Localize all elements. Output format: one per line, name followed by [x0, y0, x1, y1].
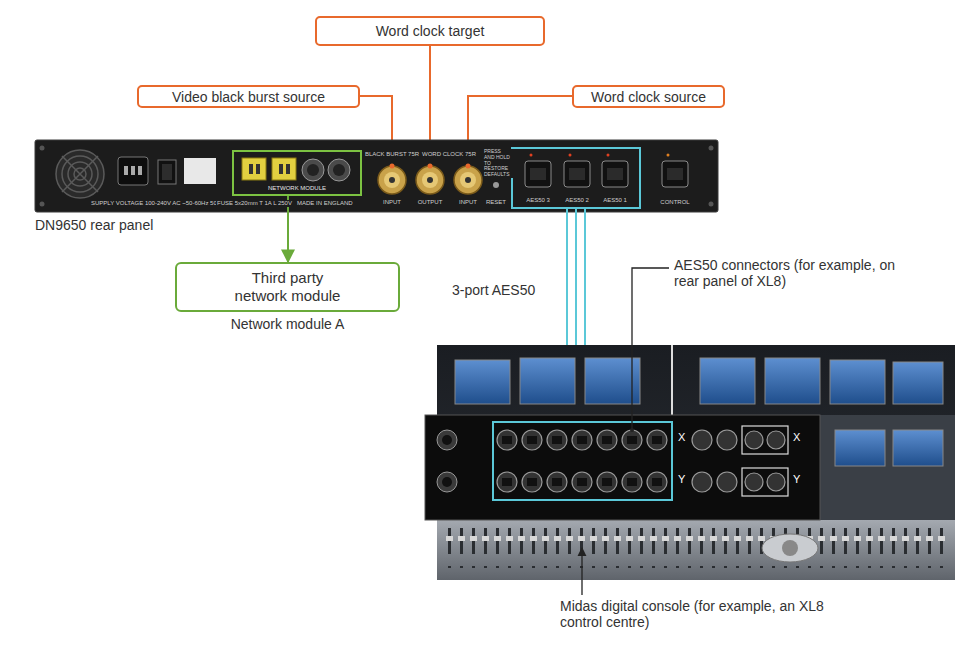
fan-grille	[56, 150, 104, 198]
connector-label: INPUT	[458, 199, 478, 206]
callout-label: AES50 connectors (for example, on rear p…	[674, 257, 914, 289]
rj45-ports	[525, 154, 688, 188]
port-label: AES50 1	[602, 197, 628, 204]
power-inlet	[118, 157, 148, 185]
callout-box: Word clock target	[315, 16, 545, 46]
panel-marking: SUPPLY VOLTAGE 100-240V AC ~50-60Hz 50W	[90, 200, 223, 207]
callout-box: Word clock source	[572, 85, 725, 108]
rear-panel	[35, 140, 718, 212]
port-label: AES50 2	[564, 197, 590, 204]
node-text: Video black burst source	[172, 89, 325, 105]
node-text: NETWORK MODULE	[234, 185, 360, 192]
connector-label: RESET	[485, 199, 507, 206]
panel-caption: DN9650 rear panel	[35, 217, 153, 233]
node-text: Word clock target	[376, 23, 485, 39]
callout-box: Video black burst source	[137, 85, 360, 108]
cable-label: 3-port AES50	[452, 282, 535, 298]
callout-label: Midas digital console (for example, an X…	[560, 598, 825, 630]
panel-marking: FUSE 5x20mm T 1A L 250V	[216, 200, 293, 207]
rating-label	[184, 158, 216, 184]
row-label: Y	[792, 473, 801, 486]
connector-label: OUTPUT	[417, 199, 444, 206]
black-leaders	[582, 268, 669, 595]
network-module-sockets	[242, 158, 350, 181]
panel-body	[35, 140, 718, 212]
panel-marking: PRESS AND HOLD TO RESTORE DEFAULTS	[483, 149, 513, 178]
connector-label: INPUT	[382, 199, 402, 206]
connector-label: BLACK BURST 75R	[364, 151, 420, 158]
row-label: Y	[677, 473, 686, 486]
bnc-connectors	[378, 166, 482, 194]
leader-dot	[630, 428, 634, 432]
row-label: X	[677, 431, 686, 444]
module-box: Third party network moduleNetwork module…	[175, 262, 400, 312]
screw	[40, 146, 45, 151]
node-heading: Network module A	[157, 316, 418, 332]
row-label: X	[792, 431, 801, 444]
console-connector-panel	[425, 415, 820, 520]
connector-label: WORD CLOCK 75R	[421, 151, 477, 158]
leader-dots	[390, 164, 471, 169]
port-label: AES50 3	[525, 197, 551, 204]
power-switch	[158, 160, 176, 184]
node-text: Third party network module	[225, 269, 350, 305]
node-text: Word clock source	[591, 89, 706, 105]
network-module-bay: NETWORK MODULE	[232, 150, 362, 196]
screw	[709, 146, 714, 151]
panel-marking: MADE IN ENGLAND	[296, 200, 354, 207]
reset-button	[493, 182, 499, 188]
port-label: CONTROL	[659, 199, 690, 206]
aes50-outline	[512, 148, 640, 208]
screw	[40, 202, 45, 207]
screw	[709, 202, 714, 207]
